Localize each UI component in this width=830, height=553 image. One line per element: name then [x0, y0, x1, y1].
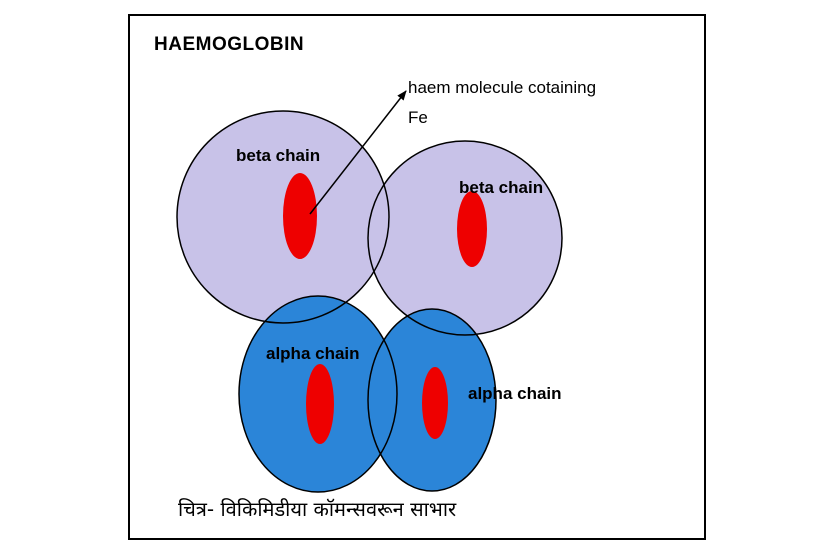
beta-chain-right-outline	[367, 140, 563, 336]
haem-oval-beta-right	[457, 191, 487, 267]
alpha-chain-right-outline	[367, 308, 497, 492]
haem-oval-alpha-left	[306, 364, 334, 444]
alpha-chain-left-label: alpha chain	[266, 344, 360, 363]
beta-chain-left-circle	[177, 111, 389, 323]
haem-oval-beta-left	[283, 173, 317, 259]
beta-chain-right-label: beta chain	[459, 178, 544, 197]
alpha-chain-right-label: alpha chain	[468, 384, 562, 403]
alpha-chain-left-outline	[238, 295, 398, 493]
beta-chain-left-outline	[176, 110, 390, 324]
haem-annotation: haem molecule cotaining Fe	[408, 78, 596, 127]
haem-oval-alpha-right	[422, 367, 448, 439]
beta-chain-left-label: beta chain	[236, 146, 321, 165]
haem-annotation-line2: Fe	[408, 107, 428, 127]
image-credit-caption: चित्र- विकिमिडीया कॉमन्सवरून साभार	[178, 497, 457, 521]
annotation-arrow	[309, 90, 407, 215]
diagram-title: HAEMOGLOBIN	[154, 34, 305, 55]
haem-annotation-line1: haem molecule cotaining	[408, 78, 597, 97]
